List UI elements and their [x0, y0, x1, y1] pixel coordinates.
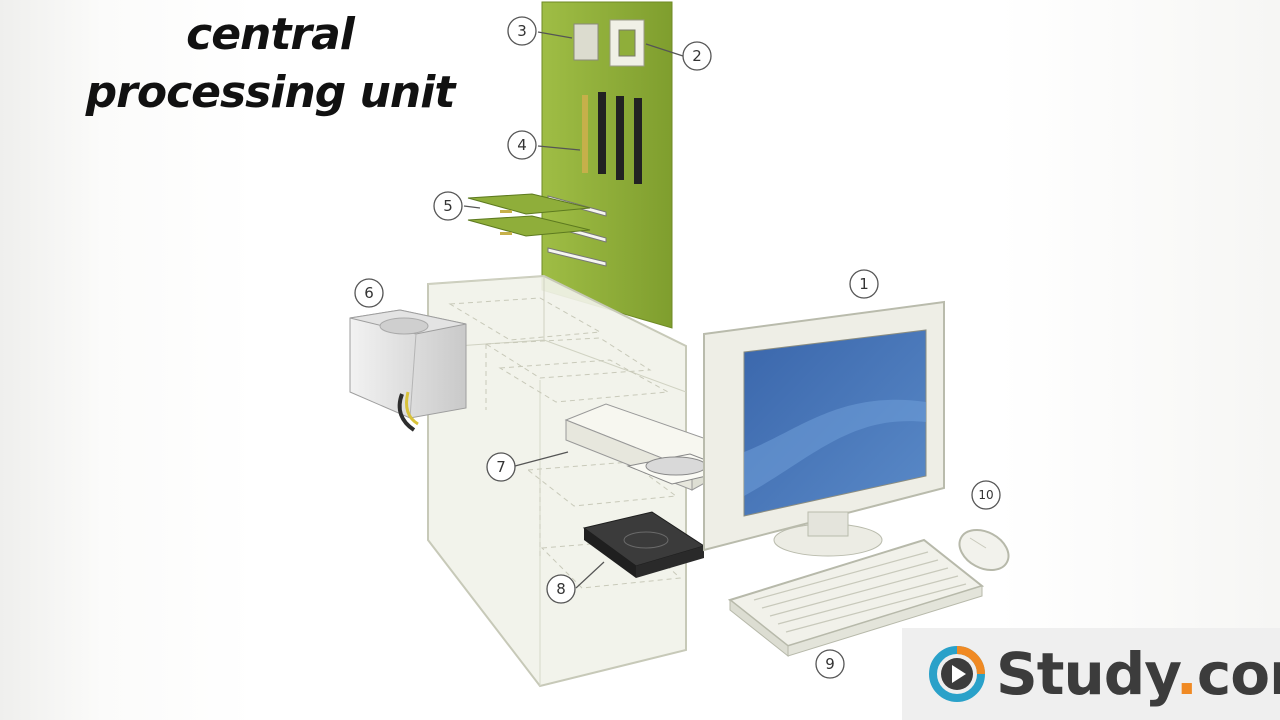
callout-4: 4 [507, 130, 537, 160]
callout-3-label: 3 [517, 22, 527, 40]
brand-name-main: Study [996, 640, 1177, 708]
fan-icon [379, 317, 429, 335]
callout-10-label: 10 [978, 488, 993, 502]
cpu-socket [609, 19, 645, 67]
motherboard [541, 1, 673, 329]
leader-lines [463, 31, 684, 589]
brand-name-tail: com [1196, 640, 1280, 708]
keyboard [727, 538, 985, 658]
play-icon [929, 646, 985, 702]
callout-3: 3 [507, 16, 537, 46]
callout-1-label: 1 [859, 275, 869, 293]
power-cable [397, 393, 416, 432]
callout-9-label: 9 [825, 655, 835, 673]
computer-case [427, 274, 687, 688]
mouse [958, 528, 1010, 572]
cpu-chip [573, 23, 599, 61]
callout-4-label: 4 [517, 136, 527, 154]
callout-2-label: 2 [692, 47, 702, 65]
callout-1: 1 [849, 269, 879, 299]
callout-5: 5 [433, 191, 463, 221]
study-com-watermark: Study.com [902, 628, 1280, 720]
power-supply [349, 309, 467, 432]
brand-wordmark: Study.com [996, 640, 1280, 708]
disc-icon [645, 456, 707, 476]
ram-slots [582, 92, 642, 184]
callout-2: 2 [682, 41, 712, 71]
brand-name-dot: . [1175, 640, 1198, 708]
callout-10: 10 [971, 480, 1001, 510]
callout-6-label: 6 [364, 284, 374, 302]
hard-drive [582, 511, 706, 578]
title-line-1: central [186, 9, 355, 60]
title-line-2: processing unit [85, 67, 456, 118]
monitor [703, 300, 945, 557]
callout-7-label: 7 [496, 458, 506, 476]
callout-5-label: 5 [443, 197, 453, 215]
expansion-cards [467, 193, 591, 237]
slide-title: central processing unit [60, 6, 480, 122]
callout-8-label: 8 [556, 580, 566, 598]
callout-6: 6 [354, 278, 384, 308]
callout-9: 9 [815, 649, 845, 679]
callout-7: 7 [486, 452, 516, 482]
callout-8: 8 [546, 574, 576, 604]
